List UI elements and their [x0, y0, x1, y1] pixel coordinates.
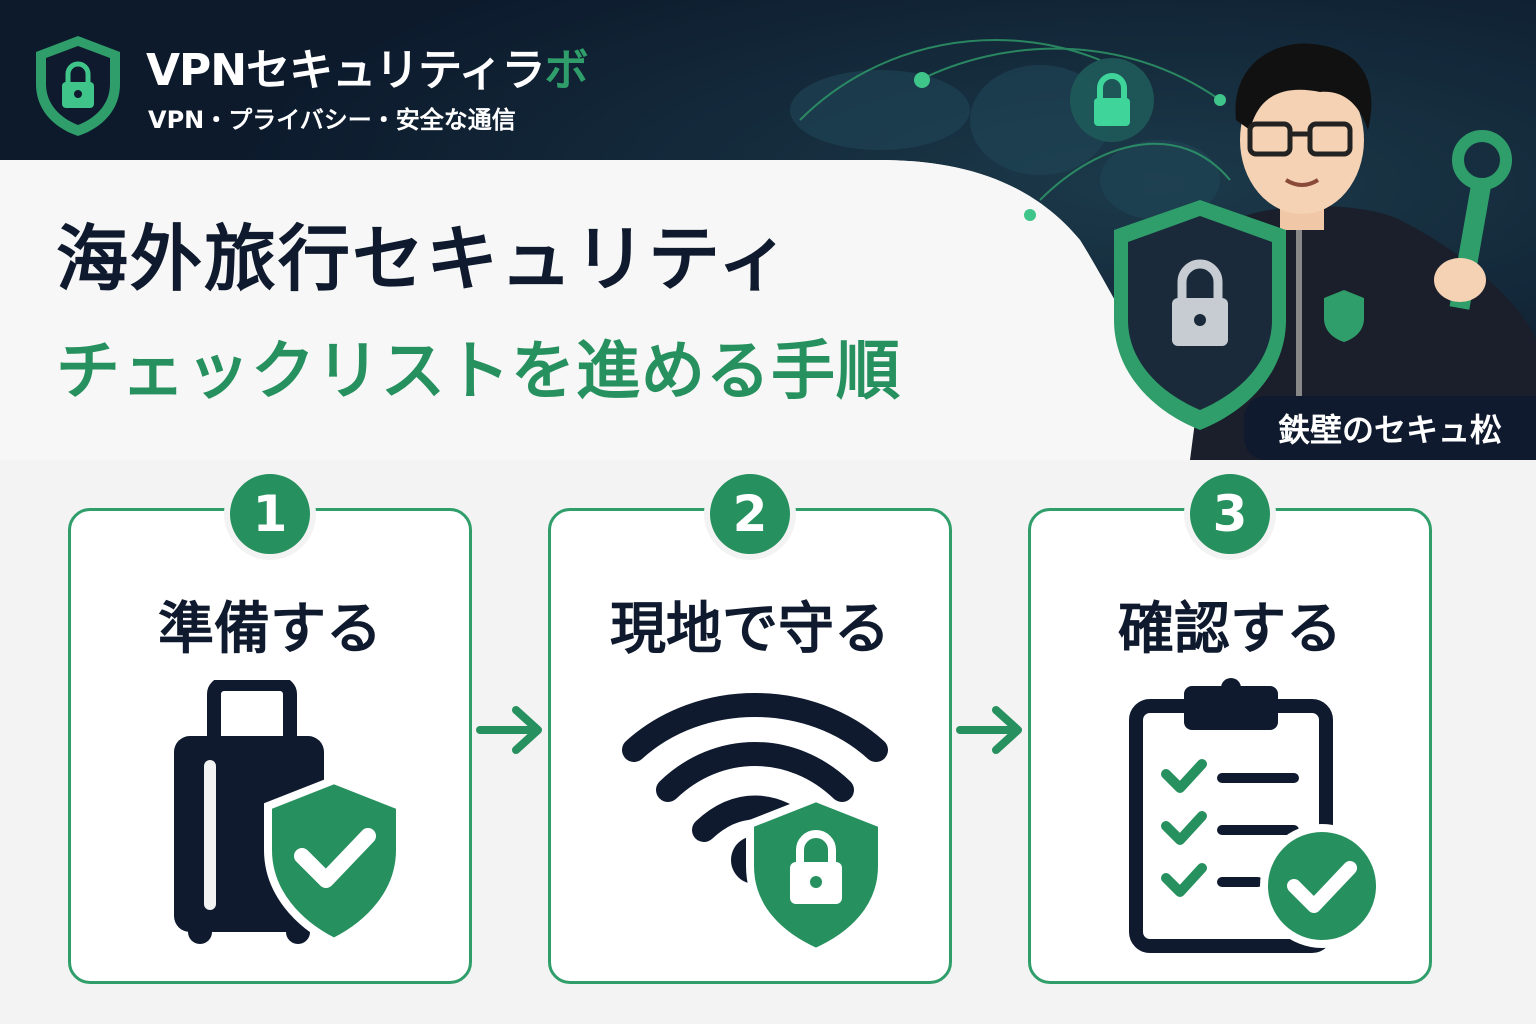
step-number-badge: 2 — [704, 468, 796, 560]
step-number-badge: 1 — [224, 468, 316, 560]
step-title: 現地で守る — [610, 597, 890, 662]
headline-subtitle: チェックリストを進める手順 — [56, 335, 901, 409]
key-icon — [1434, 130, 1512, 310]
suitcase-shield-check-icon — [174, 680, 404, 947]
step-title: 確認する — [1118, 597, 1342, 662]
mascot-name-label: 鉄壁のセキュ松 — [1244, 396, 1536, 460]
brand-name-main: VPNセキュリティラ — [146, 45, 545, 96]
clipboard-checklist-icon — [1129, 678, 1384, 953]
lock-shield-icon — [1114, 200, 1286, 430]
brand-tagline: VPN・プライバシー・安全な通信 — [148, 106, 516, 134]
wifi-lock-shield-icon — [622, 693, 888, 950]
glasses-icon — [1247, 121, 1353, 157]
arrow-right-icon — [476, 706, 542, 754]
brand-name-accent: ボ — [544, 45, 588, 96]
banner-lock-icon — [1070, 58, 1154, 142]
step-title: 準備する — [158, 597, 382, 662]
mascot-head — [1235, 43, 1372, 230]
brand-name: VPNセキュリティラボ — [146, 34, 588, 98]
arrow-right-icon — [956, 706, 1022, 754]
chest-emblem-icon — [1324, 290, 1364, 342]
step-number-badge: 3 — [1184, 468, 1276, 560]
lock-shield-icon — [36, 36, 120, 136]
mascot-illustration — [1114, 43, 1536, 460]
network-nodes — [914, 72, 1226, 221]
headline-title: 海外旅行セキュリティ — [56, 217, 792, 301]
network-lines — [799, 39, 1231, 201]
